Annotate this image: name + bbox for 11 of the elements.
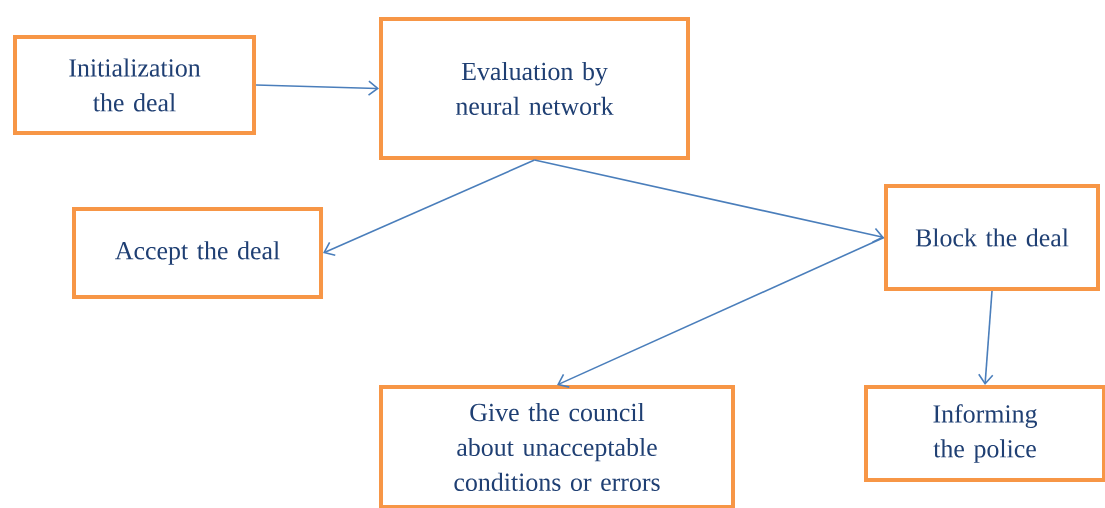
arrow: [533, 159, 884, 243]
arrow: [255, 80, 379, 96]
process-box: Block the deal: [884, 184, 1100, 291]
process-box: Evaluation by neural network: [379, 17, 690, 160]
process-box: Informing the police: [864, 385, 1105, 482]
process-box: Give the council about unacceptable conditions or errors: [379, 385, 735, 508]
arrow: [323, 159, 536, 257]
arrow: [557, 236, 885, 388]
process-box: Accept the deal: [72, 207, 323, 299]
arrow: [978, 290, 994, 385]
process-box: Initialization the deal: [13, 35, 256, 135]
